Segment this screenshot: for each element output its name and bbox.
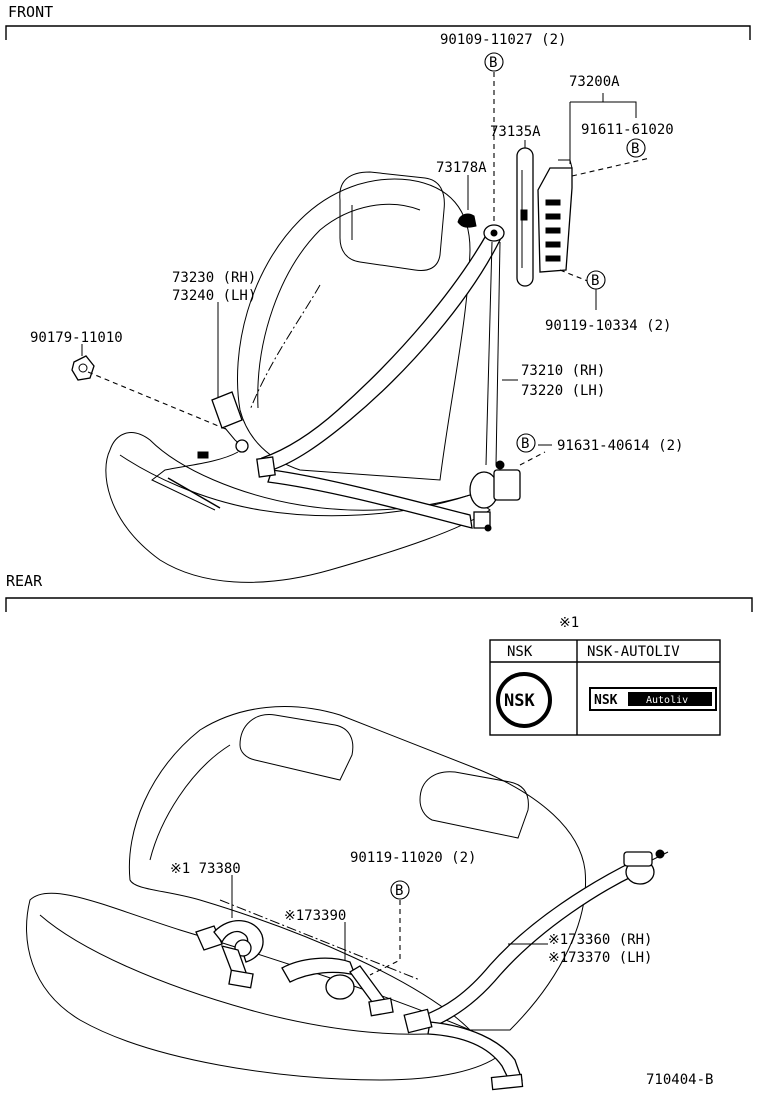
label-73200A: 73200A — [569, 74, 620, 90]
svg-text:B: B — [631, 141, 639, 157]
part-90179-nut — [71, 355, 95, 381]
svg-text:B: B — [591, 273, 599, 289]
label-73220-lh: 73220 (LH) — [521, 383, 605, 399]
nsk-autoliv-logo: NSK Autoliv — [589, 687, 717, 711]
part-73210-retractor — [469, 460, 521, 532]
nsk-logo: NSK — [496, 672, 552, 728]
label-73370-lh: ※173370 (LH) — [548, 950, 652, 966]
maker-col-nsk: NSK — [507, 644, 533, 660]
label-73390: ※173390 — [284, 908, 346, 924]
svg-text:B: B — [521, 436, 529, 452]
part-73230-buckle — [151, 391, 249, 511]
section-label-front: FRONT — [8, 3, 53, 21]
part-73390-buckle — [281, 957, 394, 1017]
part-73200A-adjuster — [537, 159, 573, 273]
label-73240-lh: 73240 (LH) — [172, 288, 256, 304]
maker-col-nsk-autoliv: NSK-AUTOLIV — [587, 644, 680, 660]
svg-text:B: B — [489, 55, 497, 71]
front-seat-drawing — [105, 171, 491, 583]
front-leader-lines — [81, 93, 637, 446]
label-73135A: 73135A — [490, 124, 541, 140]
label-73210-rh: 73210 (RH) — [521, 363, 605, 379]
part-73360-rear-belt — [403, 849, 669, 1091]
figure-id: 710404-B — [646, 1072, 713, 1088]
front-section-bracket — [5, 25, 751, 40]
label-90119-11020: 90119-11020 (2) — [350, 850, 476, 866]
label-90109-11027: 90109-11027 (2) — [440, 32, 566, 48]
front-belt-webbing — [260, 231, 501, 529]
label-91631-40614: 91631-40614 (2) — [557, 438, 683, 454]
marker-b-4: B — [516, 433, 536, 453]
maker-table: NSK NSK-AUTOLIV NSK NSK Autoliv — [489, 639, 721, 736]
svg-text:Autoliv: Autoliv — [646, 695, 688, 706]
svg-text:NSK: NSK — [594, 693, 618, 708]
label-73380: ※1 73380 — [170, 861, 241, 877]
label-90119-10334: 90119-10334 (2) — [545, 318, 671, 334]
part-73380-buckle — [195, 920, 264, 989]
note-mark: ※1 — [559, 615, 579, 631]
marker-b-5: B — [390, 880, 410, 900]
label-73230-rh: 73230 (RH) — [172, 270, 256, 286]
shoulder-anchor — [483, 224, 505, 242]
label-91611-61020: 91611-61020 — [581, 122, 674, 138]
part-73178A-cover — [457, 213, 477, 228]
marker-b-1: B — [484, 52, 504, 72]
rear-section-bracket — [5, 597, 753, 612]
rear-leader-lines — [231, 875, 548, 960]
svg-text:B: B — [395, 883, 403, 899]
part-73135A-trim — [516, 147, 534, 287]
label-90179-11010: 90179-11010 — [30, 330, 123, 346]
label-73178A: 73178A — [436, 160, 487, 176]
section-label-rear: REAR — [6, 572, 43, 590]
front-hidden-lines — [87, 72, 651, 466]
label-73360-rh: ※173360 (RH) — [548, 932, 652, 948]
rear-bolt-line — [369, 900, 401, 976]
lap-belt-anchor-inner — [256, 456, 276, 478]
svg-text:NSK: NSK — [504, 691, 535, 711]
marker-b-3: B — [586, 270, 606, 290]
seat-back-hidden-line — [249, 284, 321, 411]
marker-b-2: B — [626, 138, 646, 158]
rear-seat-drawing — [26, 706, 587, 1081]
